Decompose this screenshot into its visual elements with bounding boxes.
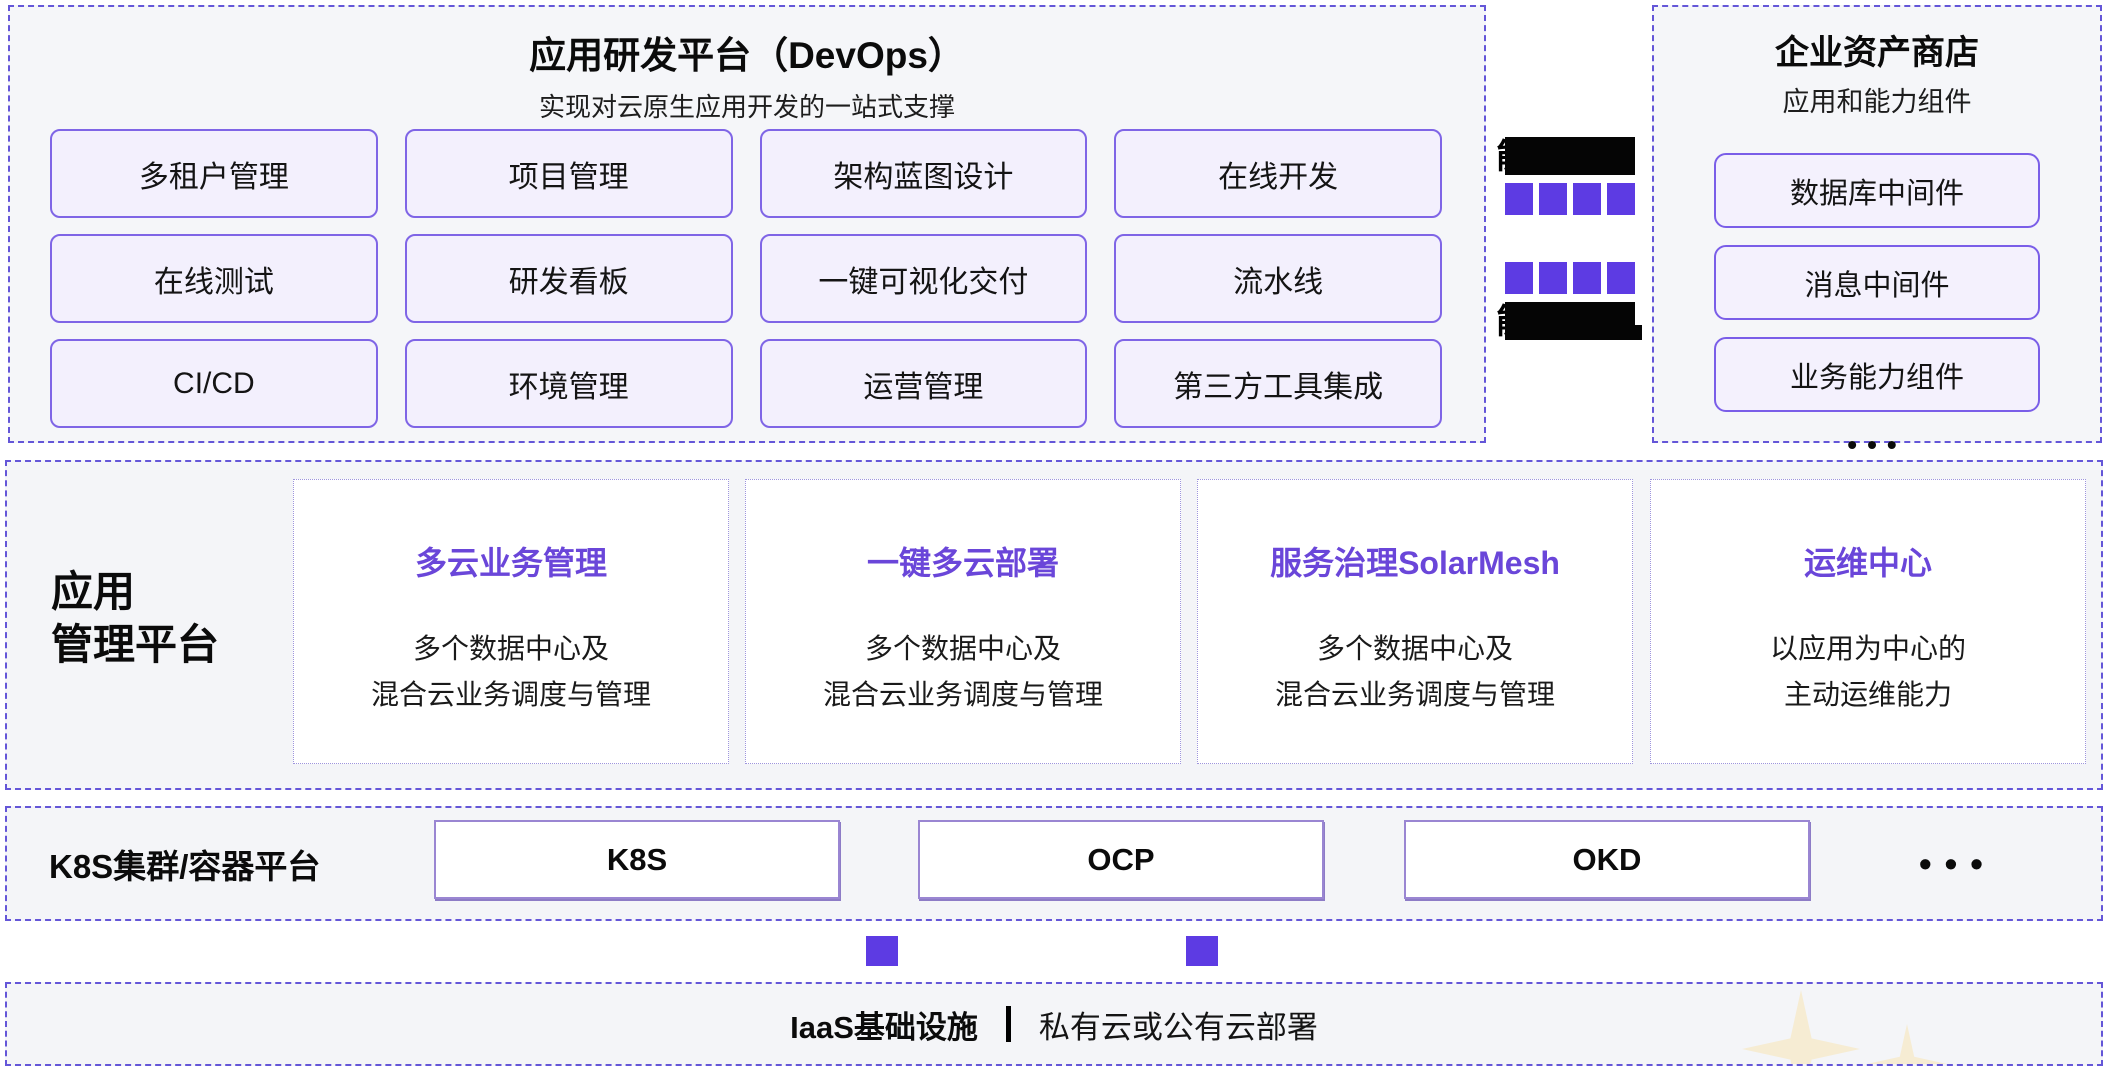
card-description: 以应用为中心的 主动运维能力: [1651, 626, 2085, 718]
connector-square: [1607, 183, 1635, 215]
module-env-mgmt: 环境管理: [404, 339, 733, 428]
app-mgmt-label: 应用 管理平台: [51, 565, 219, 671]
card-desc-line2: 主动运维能力: [1783, 679, 1952, 710]
asset-item-msg-middleware: 消息中间件: [1714, 245, 2040, 320]
card-title: 一键多云部署: [866, 545, 1059, 581]
card-desc-line2: 混合云业务调度与管理: [370, 679, 651, 710]
app-mgmt-label-line1: 应用: [51, 568, 136, 615]
card-ops-center: 运维中心 以应用为中心的 主动运维能力: [1650, 479, 2086, 764]
card-title: 多云业务管理: [414, 545, 607, 581]
card-description: 多个数据中心及 混合云业务调度与管理: [1198, 626, 1632, 718]
connector-squares-row-top: [1505, 183, 1635, 215]
app-mgmt-label-line2: 管理平台: [51, 621, 220, 668]
band-link-square: [866, 936, 898, 966]
card-description: 多个数据中心及 混合云业务调度与管理: [746, 626, 1180, 718]
devops-platform-panel: 应用研发平台（DevOps） 实现对云原生应用开发的一站式支撑 多租户管理 项目…: [8, 5, 1486, 443]
asset-store-panel: 企业资产商店 应用和能力组件 数据库中间件 消息中间件 业务能力组件 •••: [1652, 5, 2102, 460]
iaas-band: IaaS基础设施 私有云或公有云部署: [5, 982, 2103, 1066]
asset-item-db-middleware: 数据库中间件: [1714, 153, 2040, 228]
card-desc-line2: 混合云业务调度与管理: [822, 679, 1103, 710]
module-online-dev: 在线开发: [1114, 129, 1442, 218]
card-multicloud-biz-mgmt: 多云业务管理 多个数据中心及 混合云业务调度与管理: [293, 479, 729, 764]
sparkle-decoration-icon: [1867, 1024, 1947, 1064]
connector-square: [1505, 183, 1533, 215]
redaction-bar: [1505, 302, 1635, 340]
devops-panel-subtitle: 实现对云原生应用开发的一站式支撑: [538, 92, 955, 122]
connector-square: [1505, 262, 1533, 294]
iaas-divider: [1005, 1006, 1011, 1042]
card-title: 运维中心: [1803, 545, 1932, 581]
card-title: 服务治理SolarMesh: [1270, 545, 1560, 581]
module-cicd: CI/CD: [50, 339, 378, 428]
sparkle-decoration-icon: [1742, 990, 1860, 1064]
module-dev-kanban: 研发看板: [404, 234, 733, 323]
k8s-box: K8S: [434, 820, 840, 899]
module-project-mgmt: 项目管理: [404, 129, 733, 218]
k8s-band-label: K8S集群/容器平台: [49, 847, 321, 885]
connector-square: [1607, 262, 1635, 294]
redacted-capability-label-top: 能: [1496, 137, 1642, 176]
asset-store-title: 企业资产商店: [1775, 34, 1979, 72]
card-desc-line1: 多个数据中心及: [864, 633, 1061, 664]
card-desc-line1: 以应用为中心的: [1769, 633, 1966, 664]
connector-square: [1573, 183, 1601, 215]
connector-square: [1539, 262, 1567, 294]
devops-module-grid: 多租户管理 项目管理 架构蓝图设计 在线开发 在线测试 研发看板 一键可视化交付…: [50, 129, 1442, 428]
card-one-click-deploy: 一键多云部署 多个数据中心及 混合云业务调度与管理: [745, 479, 1181, 764]
module-one-click-delivery: 一键可视化交付: [759, 234, 1088, 323]
card-description: 多个数据中心及 混合云业务调度与管理: [294, 626, 728, 718]
module-online-test: 在线测试: [50, 234, 378, 323]
redaction-bar-fragment: [1632, 325, 1642, 340]
iaas-label: IaaS基础设施: [790, 1009, 978, 1045]
devops-panel-title: 应用研发平台（DevOps）: [529, 35, 965, 76]
app-mgmt-band: 应用 管理平台 多云业务管理 多个数据中心及 混合云业务调度与管理 一键多云部署…: [5, 460, 2103, 790]
connector-square: [1539, 183, 1567, 215]
redaction-bar: [1505, 137, 1635, 175]
card-desc-line1: 多个数据中心及: [1316, 633, 1513, 664]
module-arch-blueprint: 架构蓝图设计: [759, 129, 1088, 218]
redacted-capability-label-bottom: 能: [1496, 302, 1642, 341]
k8s-band-ellipsis: •••: [1919, 842, 1996, 884]
module-ops-mgmt: 运营管理: [759, 339, 1088, 428]
connector-squares-row-bottom: [1505, 262, 1635, 294]
connector-square: [1573, 262, 1601, 294]
module-3rd-party-tools: 第三方工具集成: [1114, 339, 1442, 428]
ocp-box: OCP: [918, 820, 1324, 899]
card-service-governance: 服务治理SolarMesh 多个数据中心及 混合云业务调度与管理: [1197, 479, 1633, 764]
asset-item-biz-capability: 业务能力组件: [1714, 337, 2040, 412]
iaas-deploy-label: 私有云或公有云部署: [1038, 1009, 1318, 1045]
k8s-band: K8S集群/容器平台 K8S OCP OKD •••: [5, 806, 2103, 921]
band-link-square: [1186, 936, 1218, 966]
okd-box: OKD: [1404, 820, 1810, 899]
module-pipeline: 流水线: [1114, 234, 1442, 323]
card-desc-line1: 多个数据中心及: [412, 633, 609, 664]
asset-store-subtitle: 应用和能力组件: [1782, 87, 1972, 117]
asset-store-ellipsis: •••: [1847, 429, 1907, 460]
card-desc-line2: 混合云业务调度与管理: [1274, 679, 1555, 710]
module-multi-tenant: 多租户管理: [50, 129, 378, 218]
